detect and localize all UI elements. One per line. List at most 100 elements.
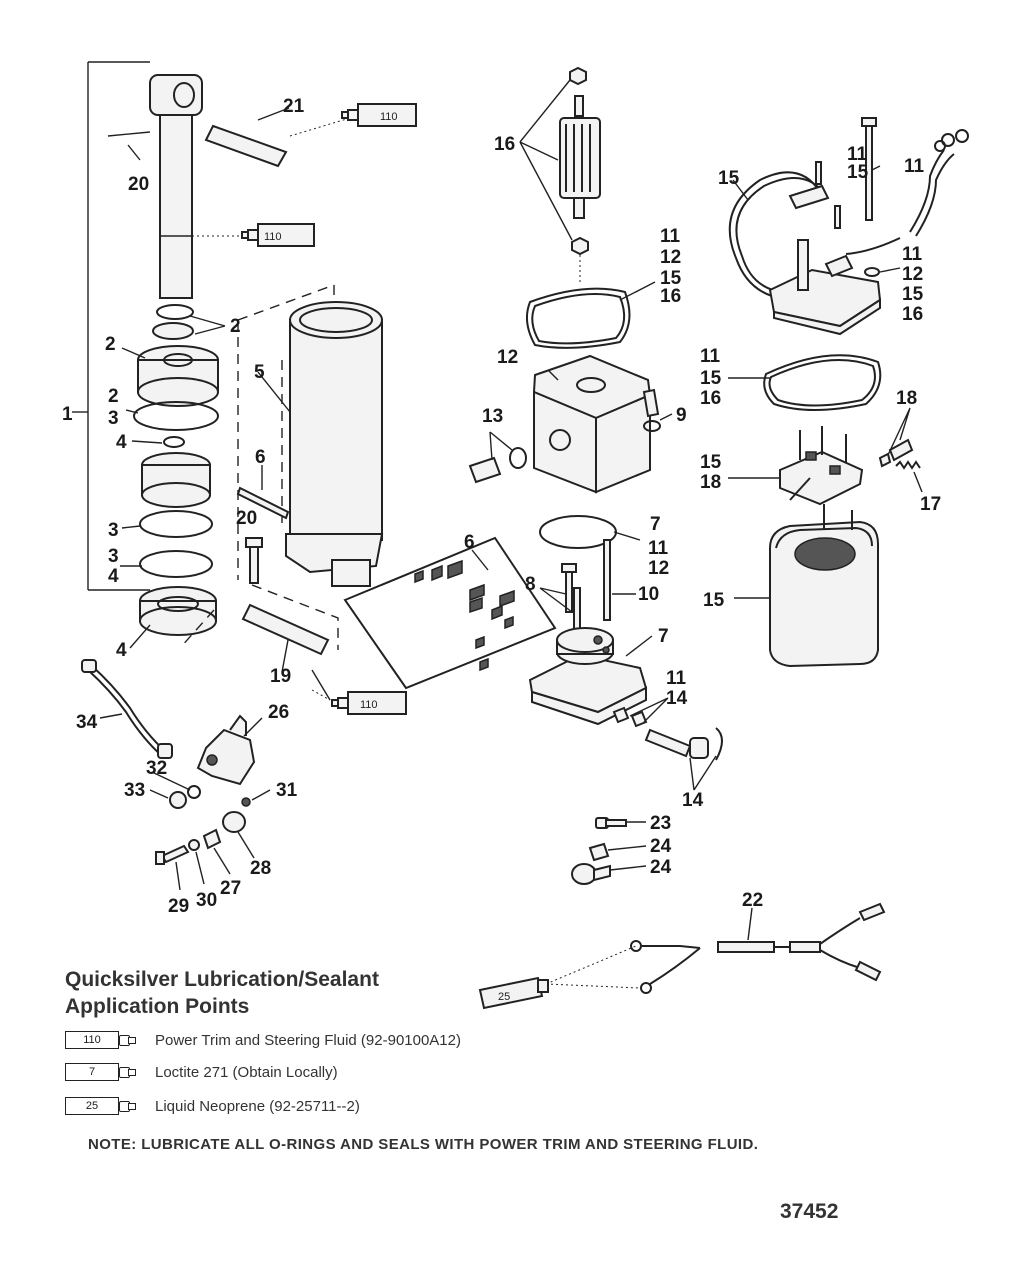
callout-12: 12 <box>497 347 518 368</box>
lubrication-note: NOTE: LUBRICATE ALL O-RINGS AND SEALS WI… <box>88 1136 759 1153</box>
lubrication-legend: Quicksilver Lubrication/Sealant Applicat… <box>65 966 765 1115</box>
lube-tube-icon: 7 <box>65 1062 137 1082</box>
callout-4: 4 <box>116 640 127 661</box>
callout-18: 18 <box>700 472 721 493</box>
tube-code: 7 <box>65 1063 119 1081</box>
legend-item-25: 25 Liquid Neoprene (92-25711--2) <box>65 1094 360 1118</box>
callout-28: 28 <box>250 858 271 879</box>
callout-11: 11 <box>700 346 721 367</box>
callout-labels: 1 2 2 2 3 3 3 4 4 4 5 6 6 7 7 8 9 10 11 … <box>62 96 941 917</box>
callout-14: 14 <box>682 790 704 811</box>
callout-15: 15 <box>700 368 722 389</box>
callout-10: 10 <box>638 584 659 605</box>
callout-4: 4 <box>116 432 127 453</box>
callout-24: 24 <box>650 836 672 857</box>
leader-lines-left <box>120 107 290 649</box>
callout-15: 15 <box>847 162 869 183</box>
lube-tube-110-lower: 110 <box>311 689 407 715</box>
manual-release-group <box>81 659 271 891</box>
pump-seal-group <box>539 515 641 631</box>
tube-label: 110 <box>264 231 282 243</box>
callout-16: 16 <box>902 304 923 325</box>
valve-body-26 <box>196 728 256 786</box>
callout-12: 12 <box>660 247 681 268</box>
callout-4: 4 <box>108 566 119 587</box>
callout-8: 8 <box>525 574 536 595</box>
callout-11: 11 <box>847 144 868 165</box>
harness-22 <box>630 902 886 994</box>
callout-20: 20 <box>236 508 257 529</box>
lube-tube-icon: 25 <box>65 1096 137 1116</box>
callout-6: 6 <box>255 447 266 468</box>
callout-3: 3 <box>108 520 119 541</box>
tube-label: 110 <box>380 111 398 123</box>
callout-2: 2 <box>105 334 116 355</box>
callout-5: 5 <box>254 362 265 383</box>
callout-19: 19 <box>270 666 291 687</box>
callout-21: 21 <box>283 96 305 117</box>
callout-12: 12 <box>902 264 923 285</box>
callout-7: 7 <box>650 514 661 535</box>
callout-7: 7 <box>658 626 669 647</box>
callout-16: 16 <box>700 388 721 409</box>
tube-code: 25 <box>65 1097 119 1115</box>
lube-tube-icon: 110 <box>65 1030 137 1050</box>
callout-2: 2 <box>108 386 119 407</box>
pump-body-group <box>468 354 673 494</box>
motor-housing-group <box>734 504 879 668</box>
valve-kit-group <box>343 536 557 690</box>
legend-title-line2: Application Points <box>65 995 250 1018</box>
figure-number: 37452 <box>780 1200 839 1223</box>
callout-15: 15 <box>902 284 924 305</box>
callout-12: 12 <box>648 558 669 579</box>
callout-22: 22 <box>742 890 763 911</box>
callout-11: 11 <box>904 156 925 177</box>
legend-title-line1: Quicksilver Lubrication/Sealant <box>65 968 379 991</box>
callout-32: 32 <box>146 758 167 779</box>
gasket-upper-center <box>525 281 656 349</box>
lube-tube-110-middle: 110 <box>192 223 315 247</box>
callout-3: 3 <box>108 408 119 429</box>
trim-cylinder-group <box>236 301 384 701</box>
callout-14: 14 <box>666 688 688 709</box>
callout-33: 33 <box>124 780 145 801</box>
callout-9: 9 <box>676 405 687 426</box>
callout-6: 6 <box>464 532 475 553</box>
callout-2: 2 <box>230 316 241 337</box>
tube-label: 25 <box>498 991 510 1003</box>
callout-26: 26 <box>268 702 289 723</box>
callout-11: 11 <box>666 668 687 689</box>
callout-11: 11 <box>660 226 681 247</box>
armature-group <box>519 66 601 285</box>
callout-20: 20 <box>128 174 149 195</box>
gasket-right <box>728 354 882 411</box>
callout-11: 11 <box>902 244 923 265</box>
legend-item-7: 7 Loctite 271 (Obtain Locally) <box>65 1060 338 1084</box>
callout-11: 11 <box>648 538 669 559</box>
tube-label: 110 <box>360 699 378 711</box>
pivot-pin-21 <box>204 124 288 168</box>
lube-tube-110-upper: 110 <box>289 103 417 137</box>
callout-15: 15 <box>700 452 722 473</box>
callout-15: 15 <box>703 590 725 611</box>
cylinder-5 <box>289 319 383 541</box>
tube-code: 110 <box>65 1031 119 1049</box>
callout-15: 15 <box>660 268 682 289</box>
callout-31: 31 <box>276 780 298 801</box>
motor-endcap-group <box>728 117 969 336</box>
callout-18: 18 <box>896 388 917 409</box>
callout-23: 23 <box>650 813 671 834</box>
callout-15: 15 <box>718 168 740 189</box>
legend-item-110: 110 Power Trim and Steering Fluid (92-90… <box>65 1028 461 1052</box>
callout-3: 3 <box>108 546 119 567</box>
callout-16: 16 <box>494 134 515 155</box>
callout-30: 30 <box>196 890 217 911</box>
legend-text: Liquid Neoprene (92-25711--2) <box>155 1097 360 1115</box>
callout-29: 29 <box>168 896 189 917</box>
callout-17: 17 <box>920 494 941 515</box>
lube-tube-25: 25 <box>478 945 641 1010</box>
valve-kit-card <box>343 536 557 690</box>
ground-hardware-group <box>571 817 647 885</box>
pump-base-group <box>528 627 723 791</box>
